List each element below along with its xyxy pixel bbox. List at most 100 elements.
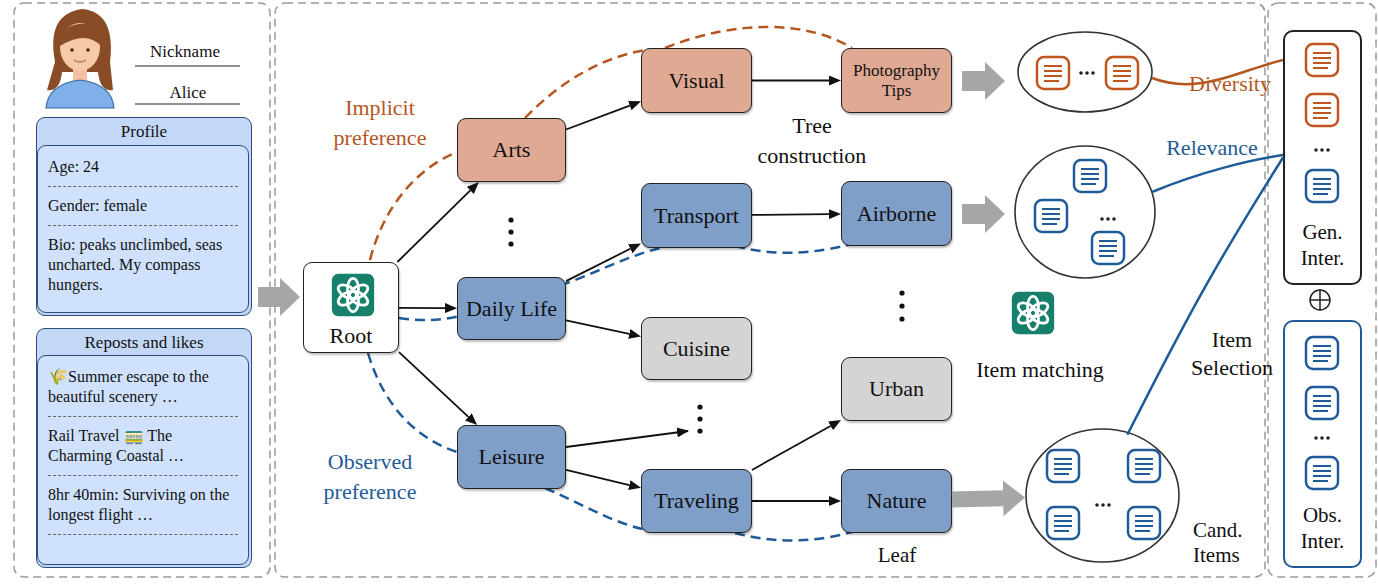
avatar-hair: [47, 9, 113, 90]
selection-line: [1127, 158, 1283, 435]
dot: [1326, 436, 1330, 440]
tree-arrow: [399, 352, 468, 417]
profile-fields: Age: 24Gender: femaleBio: peaks unclimbe…: [37, 145, 249, 313]
annotation-label: Relevance: [1152, 133, 1272, 163]
node-label: Visual: [668, 68, 724, 93]
implicit-path: [370, 27, 852, 260]
tree-arrow: [752, 213, 829, 216]
dot: [1314, 436, 1318, 440]
doc-icon: [1306, 44, 1338, 76]
doc-icon: [1306, 170, 1338, 202]
block-arrow: [258, 278, 300, 316]
profile-card: ProfileAge: 24Gender: femaleBio: peaks u…: [36, 117, 252, 316]
dot: [508, 217, 513, 222]
tree-node: Visual: [641, 48, 752, 113]
llm-logo: [1012, 292, 1054, 334]
block-arrow: [952, 498, 1003, 499]
node-label: Gen. Inter.: [1285, 219, 1360, 271]
underline: [135, 103, 240, 104]
tree-node: Leisure: [457, 425, 566, 489]
dot: [899, 303, 904, 308]
field-text: Rail Travel 🚃 The Charming Coastal …: [48, 417, 238, 476]
history-items: 🌾Summer escape to the beautiful scenery …: [37, 355, 249, 565]
dot: [697, 404, 702, 409]
tree-arrow: [752, 80, 829, 82]
doc-icon: [1106, 57, 1138, 89]
node-label: Daily Life: [466, 296, 557, 321]
dot: [508, 241, 513, 246]
node-label: Airborne: [857, 201, 936, 226]
leaf-node: Nature: [841, 469, 952, 533]
tree-node: Transport: [641, 183, 752, 248]
node-label: Urban: [869, 376, 924, 401]
field-text: 8hr 40min: Surviving on the longest flig…: [48, 476, 238, 535]
tree-arrow: [397, 190, 470, 262]
tree-node: Daily Life: [457, 277, 566, 340]
interest-box: Obs. Inter.: [1283, 320, 1362, 568]
doc-icon: [1306, 337, 1338, 369]
node-label: Cuisine: [663, 336, 730, 361]
diversity-line: [1152, 60, 1283, 84]
dot: [899, 290, 904, 295]
dot: [1106, 217, 1110, 221]
underline: [135, 65, 240, 66]
leaf-node: Urban: [841, 357, 952, 421]
dot: [1101, 503, 1105, 507]
field-text: Bio: peaks unclimbed, seas uncharted. My…: [48, 226, 238, 304]
tree-node: Traveling: [641, 469, 752, 533]
doc-icon: [1047, 507, 1079, 539]
annotation-label: Nickname: [125, 37, 245, 67]
dot: [1314, 148, 1318, 152]
doc-group: [1035, 160, 1338, 539]
node-label: Traveling: [654, 488, 739, 513]
dot: [1107, 503, 1111, 507]
tree-node: Cuisine: [641, 317, 752, 380]
root-node: Root: [303, 262, 399, 353]
doc-icon: [1306, 387, 1338, 419]
leaf-node: Airborne: [841, 181, 952, 246]
field-text: Gender: female: [48, 187, 238, 226]
tree-arrow: [752, 500, 829, 502]
dot: [1100, 217, 1104, 221]
tree-arrow: [566, 470, 629, 485]
relevance-line: [1152, 155, 1283, 192]
annotation-label: Item matching: [955, 355, 1125, 385]
history-card: Reposts and likes🌾Summer escape to the b…: [36, 328, 252, 568]
avatar-illustration: [46, 9, 114, 108]
node-label: Profile: [37, 118, 251, 145]
llm-logo: [332, 274, 374, 316]
doc-icon: [1092, 232, 1124, 264]
dot: [697, 416, 702, 421]
dot: [899, 316, 904, 321]
dot: [1095, 503, 1099, 507]
doc-icon: [1306, 457, 1338, 489]
tree-arrow: [566, 106, 630, 130]
panel-frame: [275, 3, 1265, 577]
plus-cross: [1310, 290, 1330, 310]
panel-frame: [1268, 3, 1376, 577]
dot: [1079, 71, 1083, 75]
doc-icon: [1306, 94, 1338, 126]
node-label: Reposts and likes: [37, 329, 251, 356]
annotation-label: Tree construction: [747, 111, 877, 171]
dot: [1320, 148, 1324, 152]
tree-arrow: [566, 249, 630, 281]
dot: [1320, 436, 1324, 440]
block-arrow: [962, 195, 1005, 233]
pool-outline: [1025, 428, 1180, 563]
tree-arrow: [566, 431, 688, 447]
block-arrow: [962, 62, 1005, 100]
node-label: Transport: [654, 203, 739, 228]
avatar-mouth: [74, 60, 86, 62]
annotation-label: Implicit preference: [315, 93, 445, 153]
annotation-label: Leaf: [867, 540, 927, 570]
field-text: 🌾Summer escape to the beautiful scenery …: [48, 358, 238, 417]
dot: [508, 229, 513, 234]
leaf-node: Photography Tips: [841, 48, 952, 113]
node-label: Cand. Items: [1193, 518, 1265, 568]
tree-node: Arts: [457, 118, 566, 182]
avatar-bangs: [59, 24, 103, 46]
field-text: Age: 24: [48, 148, 238, 187]
dot: [1085, 71, 1089, 75]
doc-icon: [1128, 507, 1160, 539]
